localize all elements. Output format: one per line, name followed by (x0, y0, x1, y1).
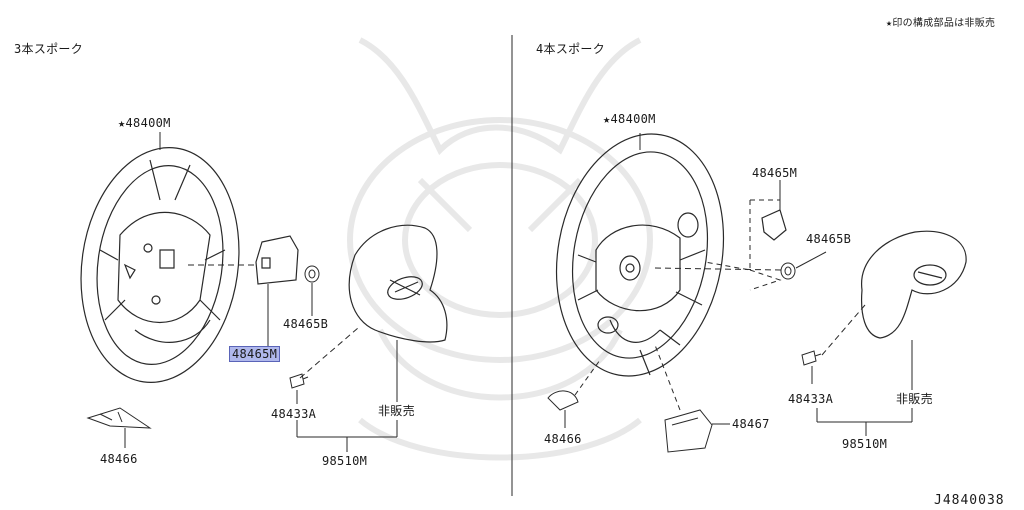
right-not-sold-label: 非販売 (896, 392, 933, 406)
right-steering-wheel (538, 121, 742, 390)
right-lower-cover-part (665, 410, 712, 452)
right-part-switch-label[interactable]: 48465M (752, 166, 798, 180)
right-switch-part (762, 210, 786, 240)
right-clip-part (781, 263, 795, 279)
right-cover-part (548, 391, 578, 410)
right-part-lower-cover-label[interactable]: 48467 (732, 417, 770, 431)
right-wheel-axis (655, 268, 782, 270)
right-section-title: 4本スポーク (536, 42, 606, 56)
left-part-airbag-label[interactable]: 98510M (322, 454, 368, 468)
left-part-bolt-label[interactable]: 48433A (271, 407, 317, 421)
right-part-wheel-label[interactable]: ★48400M (603, 112, 656, 126)
right-projection-lines (705, 200, 780, 290)
left-airbag-axis (300, 328, 358, 378)
left-bolt-part (290, 374, 308, 388)
left-clip-part (305, 266, 319, 282)
right-clip-leader (796, 252, 826, 268)
right-lower-cover-axis (655, 345, 680, 410)
right-cover-axis (575, 360, 600, 395)
not-for-sale-note: ★印の構成部品は非販売 (886, 18, 996, 29)
left-part-cover-label[interactable]: 48466 (100, 452, 138, 466)
drawing-code: J4840038 (934, 493, 1005, 508)
left-assembly-bracket (297, 340, 397, 452)
right-bolt-part (802, 351, 821, 365)
left-airbag-pad (349, 225, 447, 342)
right-part-clip-label[interactable]: 48465B (806, 232, 852, 246)
left-section-title: 3本スポーク (14, 42, 84, 56)
right-part-bolt-label[interactable]: 48433A (788, 392, 834, 406)
left-cover-part (88, 408, 150, 428)
right-airbag-axis (822, 305, 865, 355)
right-assembly-bracket (817, 340, 912, 436)
left-part-switch-label[interactable]: 48465M (228, 346, 281, 362)
left-not-sold-label: 非販売 (378, 404, 415, 418)
right-part-cover-label[interactable]: 48466 (544, 432, 582, 446)
left-steering-wheel (66, 137, 253, 392)
left-switch-part (256, 236, 298, 284)
left-part-wheel-label[interactable]: ★48400M (118, 116, 171, 130)
watermark-emblem (350, 40, 650, 458)
right-airbag-pad (862, 231, 967, 338)
right-part-airbag-label[interactable]: 98510M (842, 437, 888, 451)
left-part-clip-label[interactable]: 48465B (283, 317, 329, 331)
